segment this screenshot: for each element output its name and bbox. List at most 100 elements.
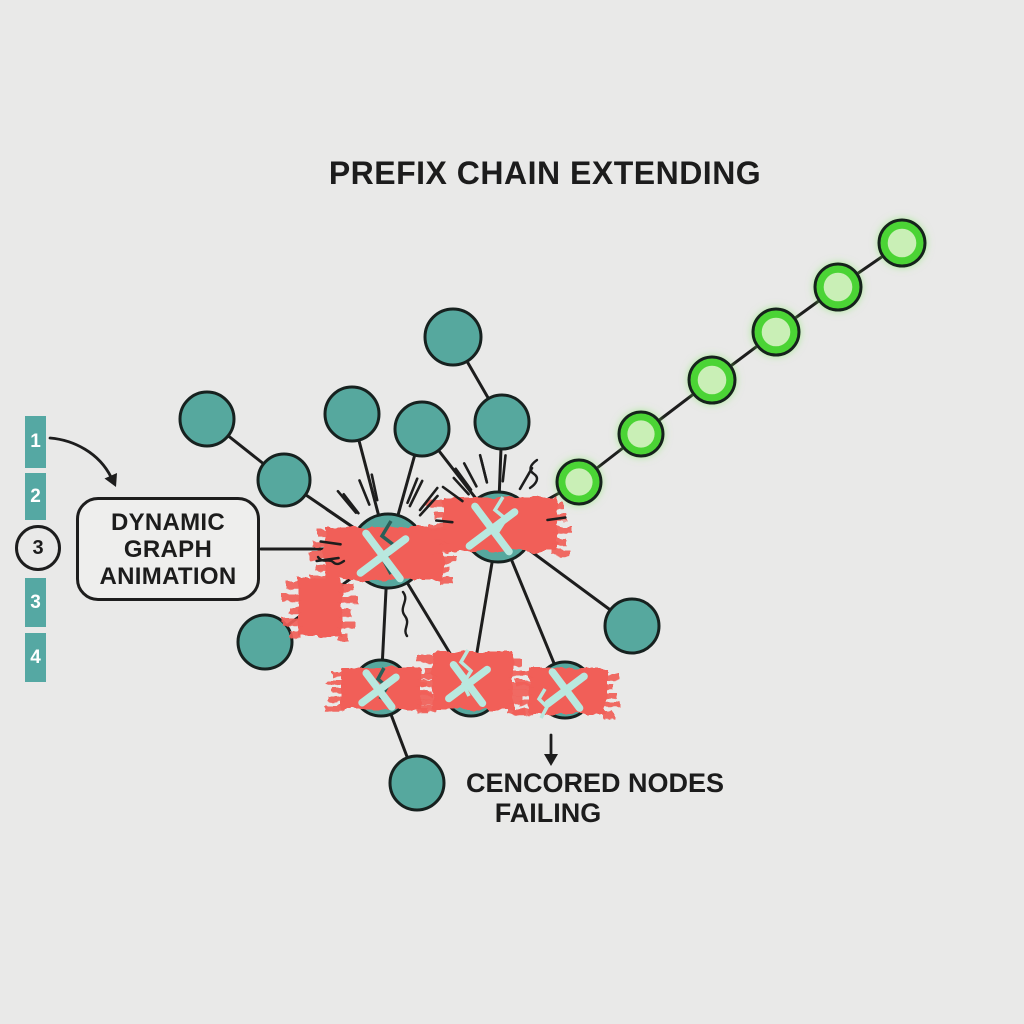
censor-band-fray bbox=[439, 566, 450, 574]
censor-band-fray bbox=[338, 584, 354, 592]
burst-line bbox=[462, 462, 478, 488]
censor-band-fray bbox=[602, 683, 613, 690]
censor-band-fray bbox=[430, 546, 447, 553]
censor-band-fray bbox=[323, 705, 345, 711]
burst-line bbox=[454, 467, 473, 492]
diagram-title: PREFIX CHAIN EXTENDING bbox=[328, 155, 762, 191]
green-node-core bbox=[887, 228, 917, 258]
green-node-core bbox=[565, 468, 593, 496]
burst-line bbox=[406, 477, 419, 505]
censor-band-fray bbox=[338, 596, 358, 604]
x-stroke bbox=[356, 535, 410, 577]
censor-band-fray bbox=[318, 530, 329, 537]
teal-node bbox=[393, 400, 451, 458]
burst-line bbox=[358, 479, 371, 506]
green-chain-node bbox=[617, 410, 665, 458]
censor-band-fray bbox=[518, 699, 533, 706]
green-chain-node bbox=[555, 458, 603, 506]
censor-band-fray bbox=[315, 563, 329, 571]
x-stroke bbox=[445, 665, 491, 703]
censor-band-fray bbox=[424, 667, 436, 675]
burst-line bbox=[418, 486, 439, 512]
x-stroke bbox=[544, 672, 588, 708]
label-box-line-2: GRAPH bbox=[123, 535, 213, 563]
censor-band-fray bbox=[328, 696, 345, 702]
censor-band-fray bbox=[419, 680, 436, 688]
censor-band-fray bbox=[509, 683, 529, 691]
burst-line bbox=[408, 479, 424, 508]
sidebar-arrow-head bbox=[104, 473, 117, 487]
censor-band-fray bbox=[308, 552, 329, 560]
green-chain-node bbox=[687, 355, 737, 405]
green-chain-node bbox=[877, 218, 927, 268]
censor-band-fray bbox=[521, 671, 533, 677]
censor-band-fray bbox=[511, 690, 533, 696]
censor-band-core bbox=[298, 578, 342, 636]
burst-line bbox=[319, 540, 342, 546]
censor-band-fray bbox=[326, 679, 345, 685]
green-chain-node bbox=[813, 262, 863, 312]
crack-line bbox=[536, 688, 550, 719]
censor-band bbox=[426, 497, 572, 556]
teal-node bbox=[178, 390, 236, 448]
teal-node bbox=[423, 307, 483, 367]
green-node-core bbox=[761, 317, 791, 347]
burst-line bbox=[452, 476, 470, 496]
caption-arrow bbox=[544, 733, 558, 766]
censor-band-fray bbox=[435, 534, 447, 542]
x-mark-icon bbox=[358, 669, 400, 711]
censor-band-fray bbox=[417, 674, 434, 680]
burst-line bbox=[370, 473, 379, 502]
dynamic-graph-animation-box: DYNAMIC GRAPH ANIMATION bbox=[76, 497, 260, 601]
censor-band-fray bbox=[421, 705, 436, 713]
censor-band-fray bbox=[338, 609, 351, 617]
teal-node bbox=[603, 597, 661, 655]
censor-band-fray bbox=[602, 674, 620, 680]
sidebar-step-4: 3 bbox=[25, 578, 46, 627]
censor-band-fray bbox=[553, 526, 572, 533]
green-chain-node bbox=[751, 307, 801, 357]
burst-line bbox=[478, 453, 488, 482]
censor-band-fray bbox=[281, 593, 302, 601]
censor-band-fray bbox=[602, 712, 614, 718]
squiggle-line bbox=[401, 590, 409, 638]
x-mark-icon bbox=[465, 502, 519, 556]
teal-node bbox=[388, 754, 446, 812]
caption-line-2: FAILING bbox=[494, 798, 602, 828]
censor-band-fray bbox=[283, 618, 302, 626]
squiggle-line bbox=[316, 555, 346, 566]
burst-line bbox=[546, 516, 567, 522]
censor-band-fray bbox=[433, 511, 447, 519]
sidebar-arrow bbox=[48, 436, 117, 487]
teal-node bbox=[473, 393, 531, 451]
censor-band-fray bbox=[426, 500, 447, 507]
burst-line bbox=[336, 489, 358, 515]
censor-band-fray bbox=[439, 555, 457, 563]
censor-band-fray bbox=[602, 702, 621, 709]
sidebar-step-3-circled: 3 bbox=[15, 525, 61, 571]
censor-band-fray bbox=[313, 541, 329, 548]
censor-band-fray bbox=[338, 634, 348, 642]
censor-band-fray bbox=[288, 606, 302, 614]
censor-band-fray bbox=[516, 680, 533, 687]
sidebar-step-1: 1 bbox=[25, 416, 46, 468]
sidebar-arrow-shaft bbox=[48, 436, 113, 479]
caption-arrow-head bbox=[544, 754, 558, 766]
censor-band-fray bbox=[414, 692, 436, 700]
censor-band-fray bbox=[602, 693, 617, 699]
sidebar-step-2: 2 bbox=[25, 473, 46, 520]
green-node-core bbox=[697, 365, 727, 395]
censor-band-fray bbox=[553, 503, 564, 510]
censor-band-fray bbox=[513, 709, 533, 715]
green-node-core bbox=[823, 272, 853, 302]
censor-band-fray bbox=[417, 655, 436, 663]
burst-line bbox=[501, 454, 507, 483]
censor-band-fray bbox=[553, 549, 569, 556]
censor-band-fray bbox=[331, 671, 345, 677]
teal-node bbox=[236, 613, 294, 671]
x-stroke bbox=[465, 508, 519, 550]
censor-band-fray bbox=[509, 695, 522, 703]
label-box-line-3: ANIMATION bbox=[99, 562, 237, 590]
green-node-core bbox=[627, 420, 655, 448]
